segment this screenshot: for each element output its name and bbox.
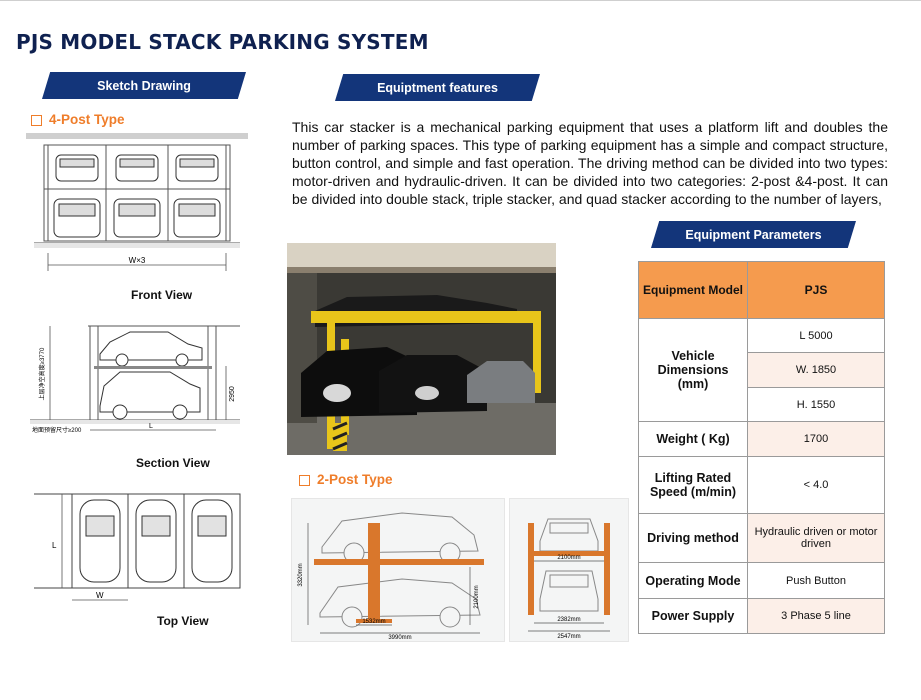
two-post-height-label: 3320mm <box>298 563 304 586</box>
section-length-label: L <box>149 423 153 430</box>
sketch-drawing-banner-label: Sketch Drawing <box>97 78 191 93</box>
two-post-front-drawing: 2100mm 2382mm 2547mm <box>509 498 629 642</box>
vehicle-width-value: W. 1850 <box>747 352 885 388</box>
lower-cars <box>53 198 221 238</box>
section-upper-label: 2950 <box>229 386 236 402</box>
two-post-heading-label: 2-Post Type <box>317 472 393 487</box>
operating-mode-label: Operating Mode <box>638 562 748 599</box>
power-supply-label: Power Supply <box>638 598 748 634</box>
front-2p-outer-label: 2547mm <box>557 634 580 640</box>
two-post-base-label: 1532mm <box>362 619 385 625</box>
checkbox-square-icon <box>299 474 310 486</box>
lower-car-side <box>99 371 201 420</box>
parameters-banner: Equipment Parameters <box>651 221 856 248</box>
speed-label: Lifting Rated Speed (m/min) <box>638 456 748 514</box>
parameters-banner-label: Equipment Parameters <box>685 227 822 242</box>
two-post-clear-label: 2100mm <box>474 585 480 608</box>
front-2p-top-label: 2100mm <box>557 555 580 561</box>
top-rule <box>0 0 921 1</box>
vehicle-length-value: L 5000 <box>747 318 885 353</box>
vehicle-height-value: H. 1550 <box>747 387 885 422</box>
weight-value: 1700 <box>747 421 885 457</box>
driving-method-label: Driving method <box>638 513 748 563</box>
power-supply-value: 3 Phase 5 line <box>747 598 885 634</box>
equipment-description: This car stacker is a mechanical parking… <box>292 119 888 207</box>
checkbox-square-icon <box>31 114 42 126</box>
sketch-drawing-banner: Sketch Drawing <box>42 72 246 99</box>
section-view-drawing: 上层净空高度≥3770 2950 地面预留尺寸≥200 L <box>30 325 240 434</box>
top-view-caption: Top View <box>157 614 209 628</box>
front-2p-inner-label: 2382mm <box>557 617 580 623</box>
equipment-parameters-table: Equipment Model PJS Vehicle Dimensions (… <box>638 261 885 634</box>
top-length-label: L <box>52 541 57 550</box>
page-title: PJS MODEL STACK PARKING SYSTEM <box>16 30 429 54</box>
front-width-label: W×3 <box>129 256 146 265</box>
table-row: Operating Mode Push Button <box>638 562 885 599</box>
table-row: Lifting Rated Speed (m/min) < 4.0 <box>638 456 885 514</box>
table-row: Vehicle Dimensions (mm) L 5000 <box>638 318 885 422</box>
front-view-drawing: W×3 <box>26 133 248 271</box>
upper-car-side <box>99 331 203 367</box>
table-header-row: Equipment Model PJS <box>638 261 885 319</box>
top-width-label: W <box>96 591 104 600</box>
front-view-caption: Front View <box>131 288 193 302</box>
four-post-heading-label: 4-Post Type <box>49 112 125 127</box>
top-view-drawing: L W <box>34 493 241 601</box>
two-post-heading: 2-Post Type <box>299 472 393 487</box>
header-label-cell: Equipment Model <box>638 261 748 319</box>
header-value-cell: PJS <box>747 261 885 319</box>
lower-cars-photo <box>301 347 535 417</box>
operating-mode-value: Push Button <box>747 562 885 599</box>
features-banner: Equiptment features <box>335 74 540 101</box>
stacker-photo <box>287 243 556 455</box>
four-post-heading: 4-Post Type <box>31 112 125 127</box>
table-row: Power Supply 3 Phase 5 line <box>638 598 885 634</box>
table-row: Weight ( Kg) 1700 <box>638 421 885 457</box>
two-post-side-drawing: 3320mm 2100mm 1532mm 3990mm <box>291 498 505 642</box>
features-banner-label: Equiptment features <box>377 80 498 95</box>
table-row: Driving method Hydraulic driven or motor… <box>638 513 885 563</box>
section-pit-label: 地面预留尺寸≥200 <box>32 426 82 434</box>
two-post-length-label: 3990mm <box>388 635 411 641</box>
upper-cars <box>55 154 219 182</box>
speed-value: < 4.0 <box>747 456 885 514</box>
weight-label: Weight ( Kg) <box>638 421 748 457</box>
section-total-label: 上层净空高度≥3770 <box>38 347 46 400</box>
top-cars <box>79 499 233 583</box>
driving-method-value: Hydraulic driven or motor driven <box>747 513 885 563</box>
section-view-caption: Section View <box>136 456 210 470</box>
vehicle-dimensions-label: Vehicle Dimensions (mm) <box>638 318 748 422</box>
